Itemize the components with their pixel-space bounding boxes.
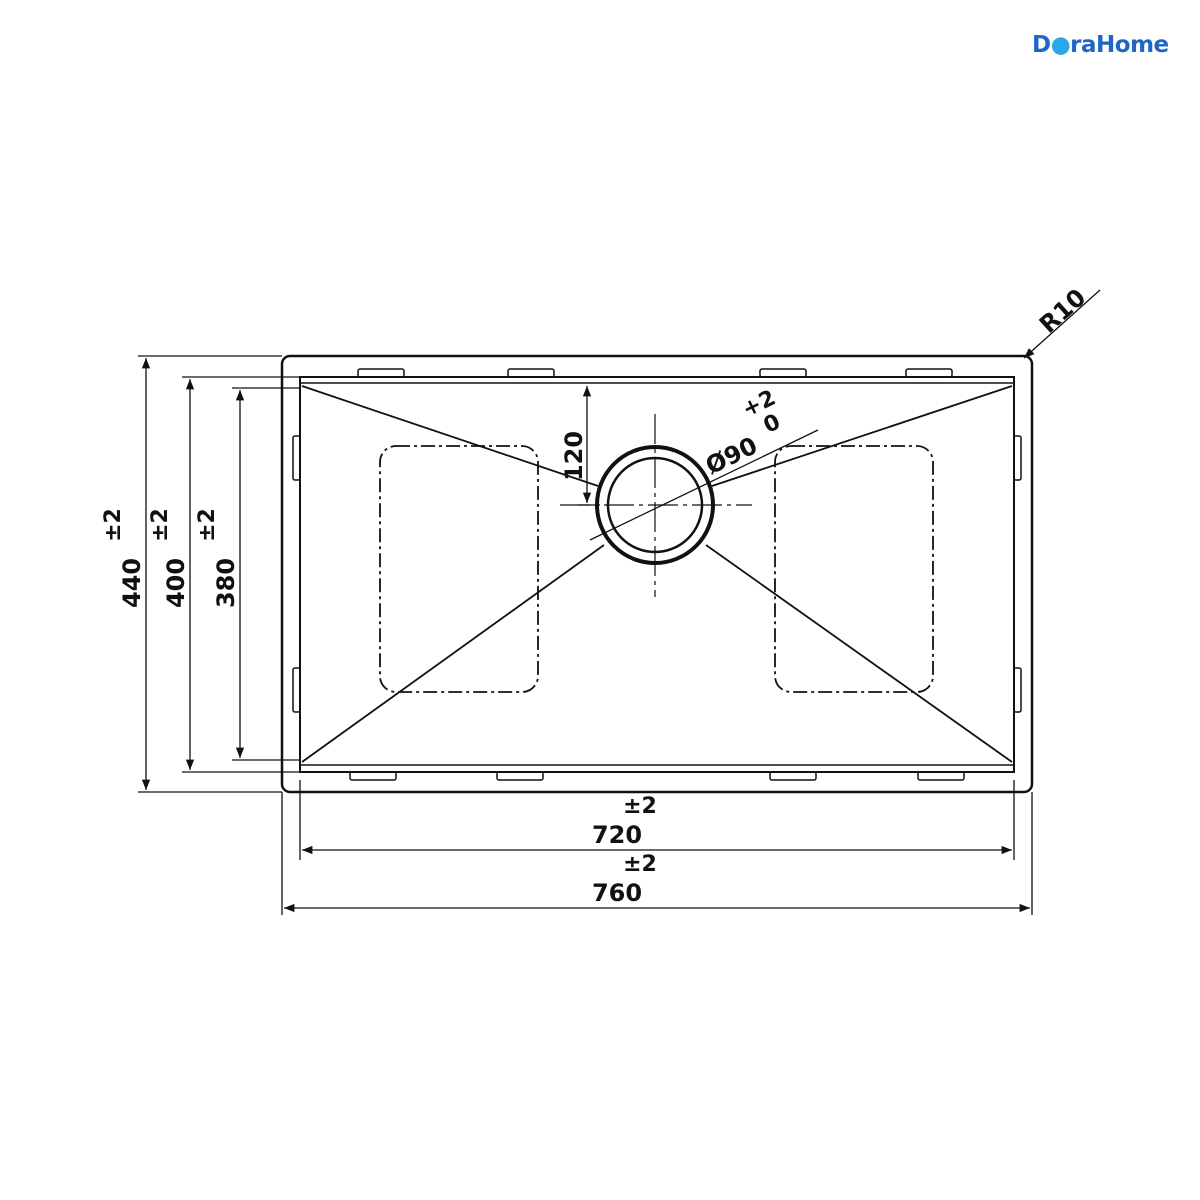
label-440: 440	[118, 558, 146, 608]
bowl-slope-lines	[301, 385, 1013, 763]
brand-name-part2: raHome	[1070, 32, 1169, 58]
mounting-clips	[292, 368, 1022, 781]
label-400-tol: ±2	[148, 508, 173, 542]
drain-centerlines	[560, 414, 752, 597]
label-380: 380	[212, 558, 240, 608]
water-drop-icon: ●	[1050, 32, 1071, 58]
brand-logo: D●raHome	[1032, 32, 1169, 58]
label-380-tol: ±2	[195, 508, 220, 542]
brand-name-part1: D	[1032, 32, 1051, 58]
drain-diameter-leader	[589, 429, 819, 541]
dimension-annotations	[138, 289, 1101, 915]
sink-outline	[280, 354, 1034, 794]
label-400: 400	[162, 558, 190, 608]
label-440-tol: ±2	[101, 508, 126, 542]
label-corner-radius: R10	[1034, 283, 1091, 339]
label-760-tol: ±2	[623, 852, 657, 877]
dim-line-r10	[1023, 289, 1101, 359]
label-120: 120	[560, 431, 588, 481]
label-720-tol: ±2	[623, 794, 657, 819]
outer-rim	[280, 354, 1034, 794]
basket-outlines	[379, 445, 934, 693]
inner-bowl	[299, 376, 1015, 773]
label-760: 760	[592, 879, 642, 907]
label-drain-tol-minus: 0	[760, 410, 785, 439]
label-720: 720	[592, 821, 642, 849]
drain	[560, 414, 819, 597]
